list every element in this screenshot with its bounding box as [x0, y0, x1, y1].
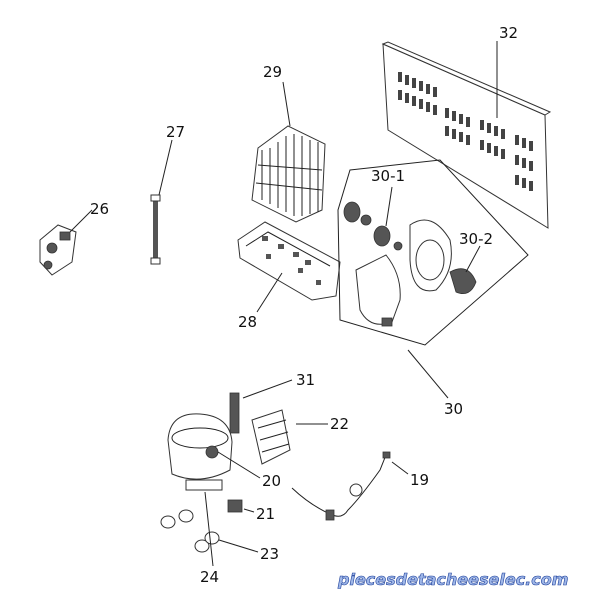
callout-20: 20 [262, 472, 281, 490]
callout-22: 22 [330, 415, 349, 433]
part-22-component-box: 22 [251, 409, 349, 465]
part-20-compressor: 20 [167, 413, 281, 491]
callout-24: 24 [200, 568, 219, 586]
part-26-thermostat: 26 [39, 200, 109, 276]
callout-26: 26 [90, 200, 109, 218]
callout-30: 30 [444, 400, 463, 418]
callout-29: 29 [263, 63, 282, 81]
part-29-evaporator: 29 [251, 63, 326, 223]
callout-30-2: 30-2 [459, 230, 493, 248]
part-21-relay: 21 [227, 499, 275, 523]
part-19-wiring-harness: 19 [291, 451, 429, 521]
callout-30-1: 30-1 [371, 167, 405, 185]
callout-21: 21 [256, 505, 275, 523]
part-23-24-rubber-feet: 23 24 [160, 491, 279, 586]
part-28-evaporator-tray: 28 [237, 221, 341, 331]
part-31-bracket: 31 [229, 371, 315, 434]
callout-31: 31 [296, 371, 315, 389]
part-32-rear-panel: 32 [381, 24, 552, 229]
part-30-fan-assembly: 30-1 30-2 30 [337, 159, 529, 418]
watermark-text: piecesdetacheeselec.com [337, 570, 568, 589]
callout-23: 23 [260, 545, 279, 563]
callout-32: 32 [499, 24, 518, 42]
callout-19: 19 [410, 471, 429, 489]
callout-28: 28 [238, 313, 257, 331]
part-27-capillary-tube: 27 [150, 123, 185, 265]
callout-27: 27 [166, 123, 185, 141]
